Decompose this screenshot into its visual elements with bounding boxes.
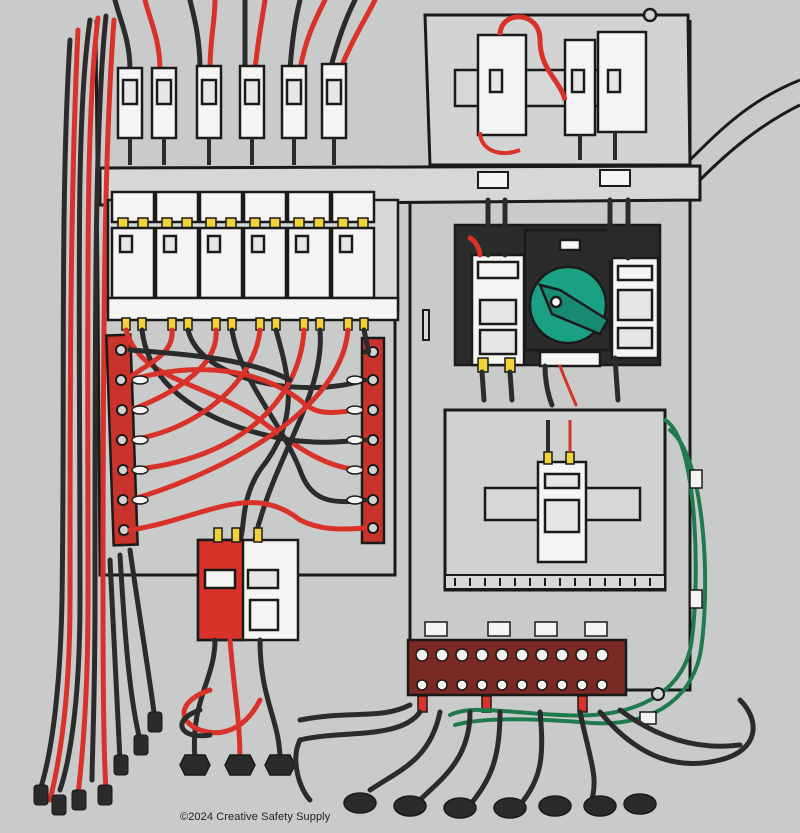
fuse-holder xyxy=(116,66,144,140)
rail-label xyxy=(477,171,509,189)
panel-details xyxy=(422,309,665,701)
fuse-holder xyxy=(320,62,348,140)
left-wire-bundle xyxy=(37,13,158,803)
breaker xyxy=(596,30,648,134)
ground-wires xyxy=(448,418,708,727)
contactor-right xyxy=(610,256,660,360)
breaker xyxy=(476,33,528,137)
contactor-left xyxy=(470,253,526,367)
top-right-breakers xyxy=(453,7,658,160)
fuse-holder xyxy=(280,64,308,140)
breaker xyxy=(563,38,597,137)
indicator-window xyxy=(558,238,582,252)
din-rail-breaker xyxy=(483,420,642,564)
copyright-caption: ©2024 Creative Safety Supply xyxy=(180,811,331,823)
busbar-wiring xyxy=(123,327,372,548)
wire-end-caps xyxy=(33,711,163,816)
bottom-wires xyxy=(293,697,756,808)
surge-protector xyxy=(196,527,300,642)
rotary-disconnect-switch xyxy=(528,265,610,345)
rail-label xyxy=(599,169,631,187)
top-wires xyxy=(112,0,378,73)
breaker-top xyxy=(110,190,156,224)
starter-wires xyxy=(467,197,631,408)
conduit-right xyxy=(688,78,800,182)
fuse-holder xyxy=(238,64,266,140)
terminal-block xyxy=(406,621,628,713)
vent-strip xyxy=(444,574,666,590)
cable-glands-left xyxy=(179,754,296,776)
breaker-row xyxy=(106,190,400,331)
top-fuse-holders xyxy=(116,62,348,140)
fuse-holder xyxy=(150,66,178,140)
ring-terminals xyxy=(131,375,364,505)
fuse-holder xyxy=(195,64,223,140)
fuse-wires-down xyxy=(128,138,336,165)
spd-wires-down xyxy=(179,637,283,763)
cable-glands-bottom xyxy=(343,792,657,819)
